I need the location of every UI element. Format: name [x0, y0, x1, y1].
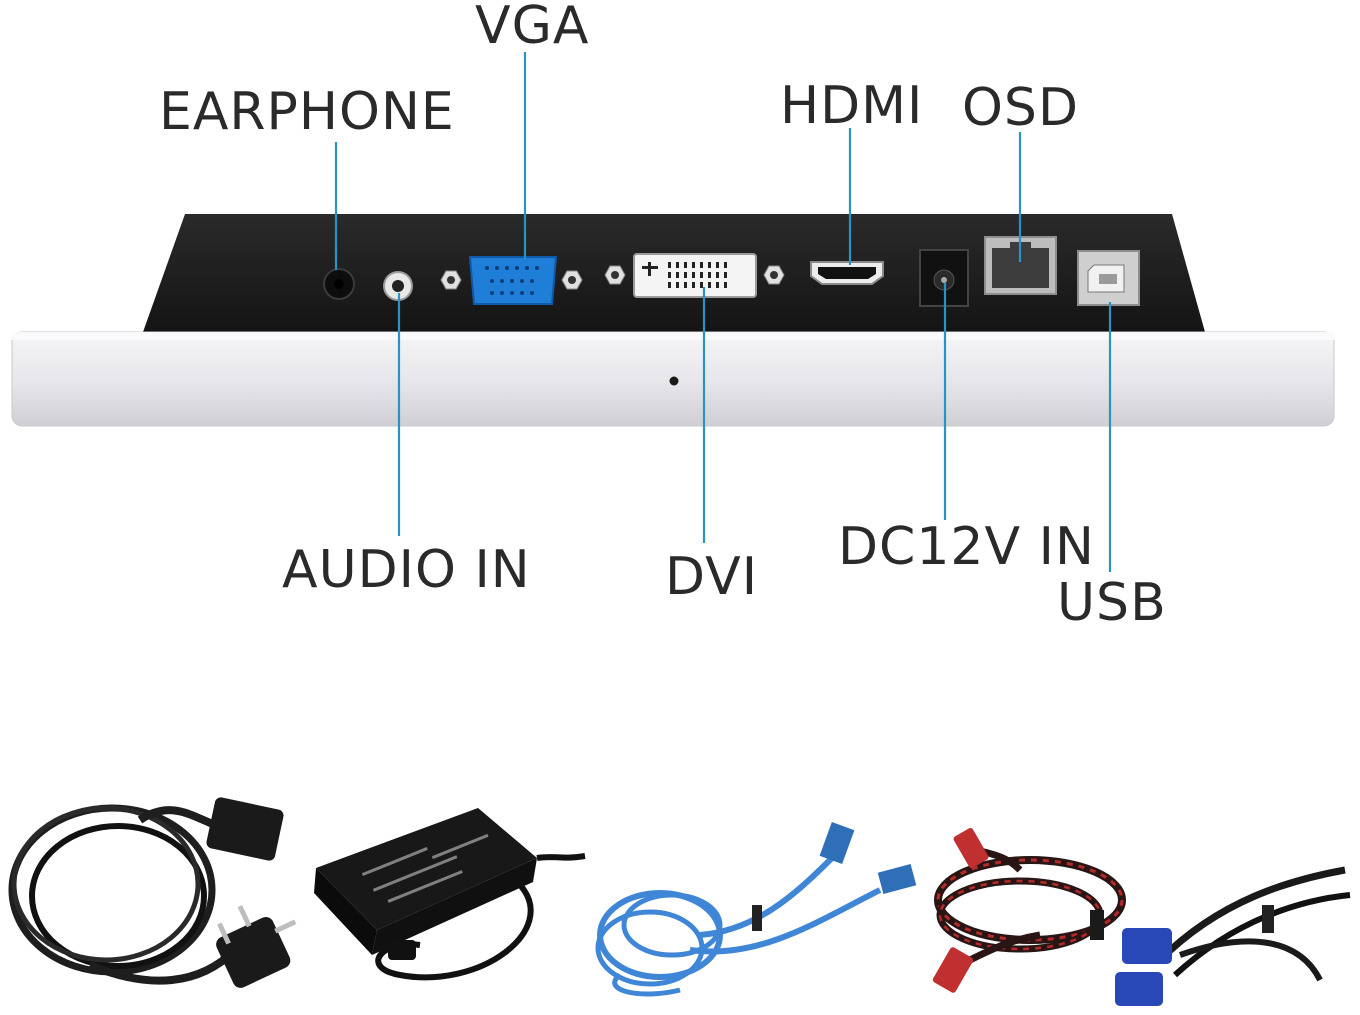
usb-port: [1077, 250, 1140, 306]
power-adapter-icon: [314, 808, 586, 981]
monitor-rear: [11, 214, 1335, 427]
label-dvi: DVI: [665, 547, 759, 607]
usb-cable-icon: [595, 821, 917, 997]
label-usb: USB: [1057, 573, 1167, 633]
hdmi-cable-icon: [932, 828, 1126, 993]
vga-cable-icon: [1115, 866, 1351, 1006]
label-osd: OSD: [962, 78, 1079, 138]
power-cord-icon: [8, 797, 297, 988]
label-earphone: EARPHONE: [159, 82, 455, 142]
hdmi-port: [810, 261, 884, 285]
led-indicator: [669, 376, 679, 386]
audio-in-port: [383, 271, 413, 301]
label-hdmi: HDMI: [780, 76, 924, 136]
label-audio-in: AUDIO IN: [282, 540, 531, 600]
earphone-port: [323, 268, 355, 300]
dvi-port: [604, 253, 785, 298]
label-vga: VGA: [475, 0, 590, 56]
leader-lines: [334, 52, 1112, 572]
vga-port: [440, 256, 583, 305]
label-dc-in: DC12V IN: [838, 517, 1095, 577]
